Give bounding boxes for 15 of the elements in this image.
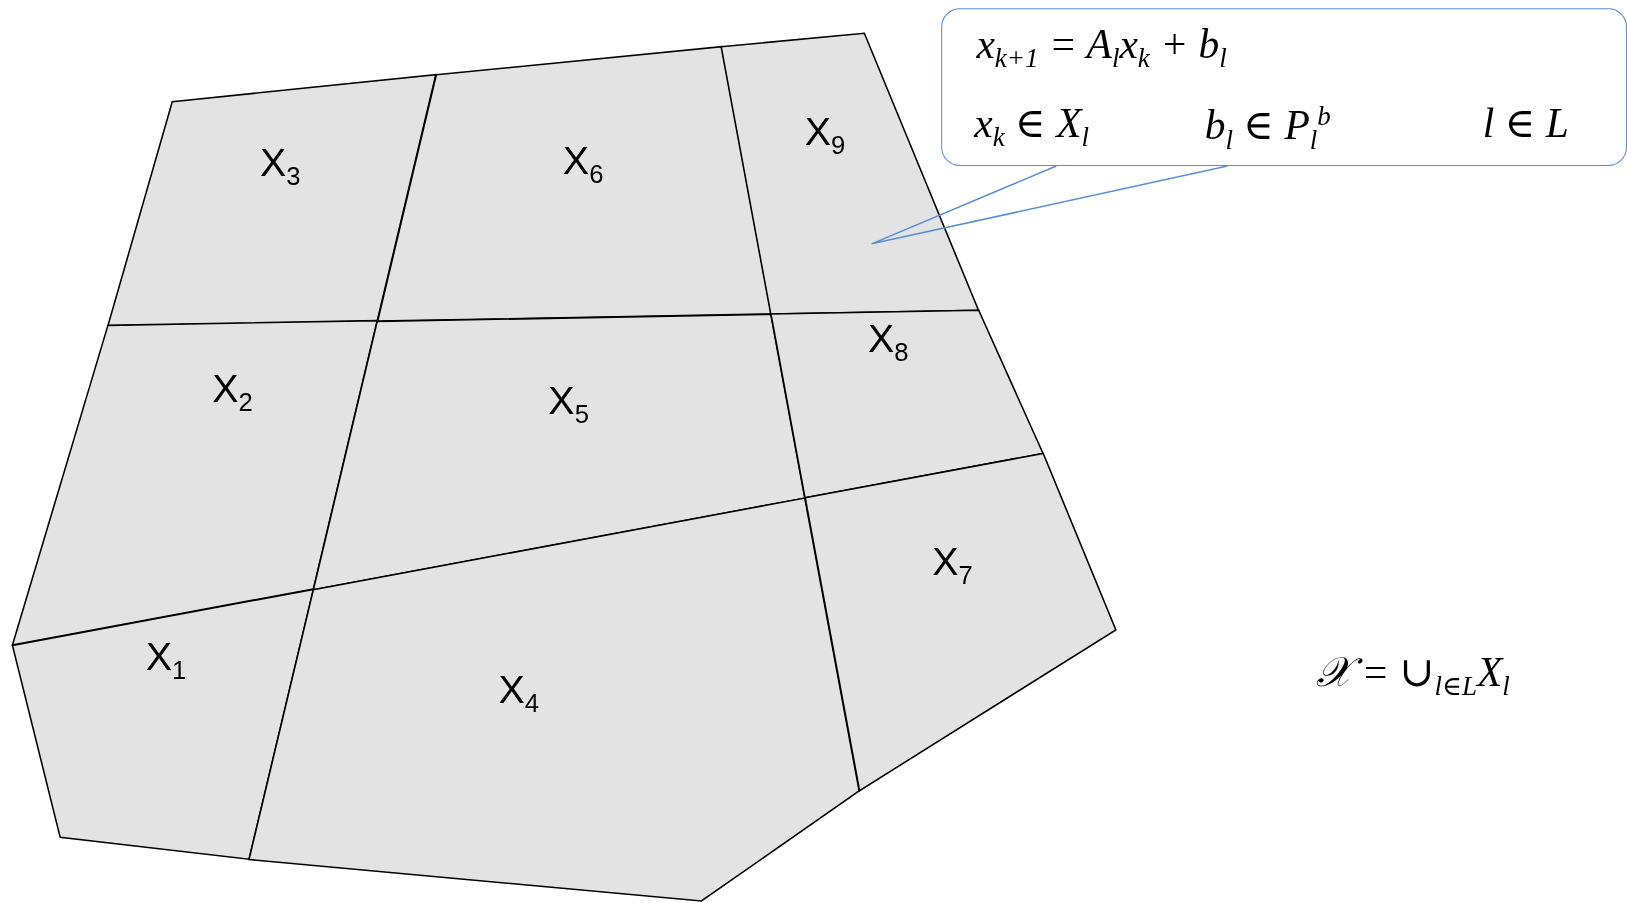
formula: l ∈ L [1482,102,1569,145]
region-label: X$_{7}$ [932,542,973,589]
region-label: X$_{9}$ [804,111,846,159]
region-label: X$_{2}$ [212,368,253,416]
region-label: X$_{3}$ [259,142,301,190]
region-label: X$_{6}$ [562,140,604,188]
callout-box [941,8,1627,166]
region-label: X$_{5}$ [548,381,589,429]
formula: 𝒳 = ∪$_{l∈L}$X$_{l}$ [1315,651,1510,701]
formula: x$_{k+1}$ = A$_{l}$x$_{k}$ + b$_{l}$ [976,23,1227,73]
region-label: X$_{1}$ [145,636,187,684]
region-label: X$_{8}$ [867,318,909,366]
formula: x$_{k}$ ∈ X$_{l}$ [974,102,1090,152]
region-label: X$_{4}$ [498,669,540,717]
callout-pointer [870,165,1229,245]
